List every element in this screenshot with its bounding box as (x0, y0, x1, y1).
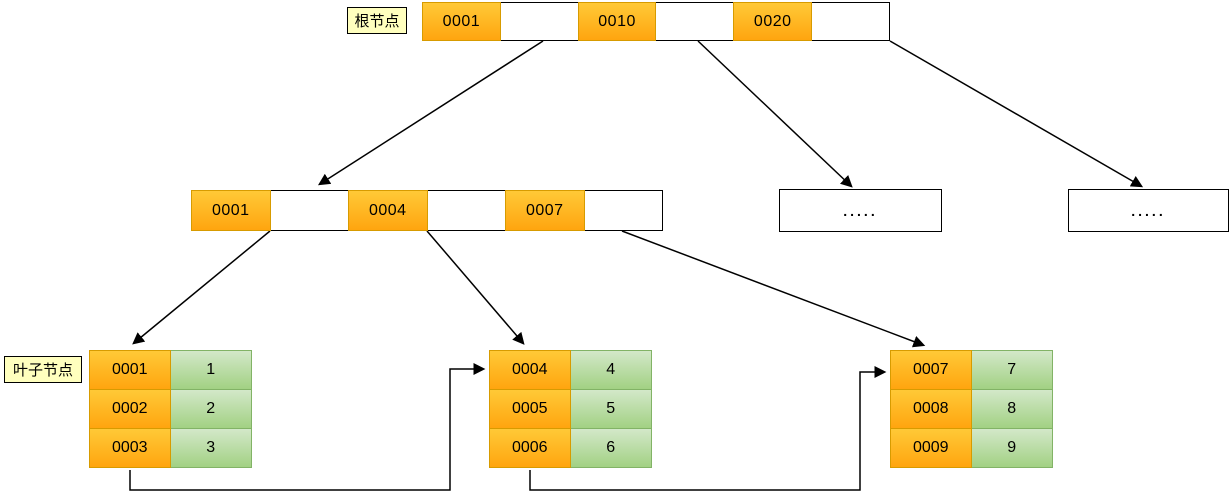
leaf-key-cell: 0006 (489, 428, 571, 468)
leaf-row: 0008 8 (890, 389, 1053, 429)
leaf-node-label: 叶子节点 (4, 356, 82, 383)
leaf-node-1: 0001 1 0002 2 0003 3 (89, 350, 252, 468)
leaf-row: 0002 2 (89, 389, 252, 429)
root-key-cell: 0010 (577, 2, 657, 41)
leaf-row: 0001 1 (89, 350, 252, 390)
leaf-row: 0007 7 (890, 350, 1053, 390)
leaf-row: 0004 4 (489, 350, 652, 390)
edge-root-to-overflow-2 (889, 40, 1144, 188)
root-key-cell: 0001 (422, 2, 501, 41)
leaf-value-cell: 9 (970, 428, 1053, 468)
root-pointer-cell (655, 2, 735, 41)
leaf-row: 0009 9 (890, 428, 1053, 468)
leaf-value-cell: 6 (569, 428, 652, 468)
leaf-key-cell: 0003 (89, 428, 171, 468)
edge-root-to-internal (317, 40, 544, 186)
leaf-key-cell: 0008 (890, 389, 972, 429)
edge-internal-to-leaf-2 (426, 230, 525, 345)
leaf-node-2: 0004 4 0005 5 0006 6 (489, 350, 652, 468)
leaf-key-cell: 0007 (890, 350, 972, 390)
leaf-value-cell: 1 (169, 350, 252, 390)
leaf-value-cell: 4 (569, 350, 652, 390)
edge-internal-to-leaf-1 (132, 230, 271, 345)
leaf-row: 0005 5 (489, 389, 652, 429)
internal-pointer-cell (426, 190, 506, 231)
root-node-label: 根节点 (347, 7, 407, 34)
edge-root-to-overflow-1 (697, 40, 853, 188)
internal-node: 0001 0004 0007 (191, 190, 663, 231)
leaf-row: 0006 6 (489, 428, 652, 468)
overflow-node-1: ..... (779, 189, 942, 232)
leaf-key-cell: 0001 (89, 350, 171, 390)
root-key-cell: 0020 (733, 2, 813, 41)
leaf-node-3: 0007 7 0008 8 0009 9 (890, 350, 1053, 468)
leaf-key-cell: 0005 (489, 389, 571, 429)
leaf-value-cell: 3 (169, 428, 252, 468)
internal-pointer-cell (583, 190, 663, 231)
leaf-value-cell: 7 (970, 350, 1053, 390)
edge-internal-to-leaf-3 (621, 230, 926, 348)
leaf-value-cell: 2 (169, 389, 252, 429)
leaf-key-cell: 0009 (890, 428, 972, 468)
internal-key-cell: 0001 (191, 190, 271, 231)
leaf-row: 0003 3 (89, 428, 252, 468)
leaf-value-cell: 8 (970, 389, 1053, 429)
leaf-key-cell: 0002 (89, 389, 171, 429)
internal-pointer-cell (269, 190, 349, 231)
root-pointer-cell (499, 2, 579, 41)
overflow-node-2: ..... (1068, 189, 1229, 232)
root-node: 0001 0010 0020 (422, 2, 890, 41)
internal-key-cell: 0004 (348, 190, 428, 231)
internal-key-cell: 0007 (505, 190, 585, 231)
root-pointer-cell (811, 2, 890, 41)
leaf-key-cell: 0004 (489, 350, 571, 390)
leaf-value-cell: 5 (569, 389, 652, 429)
